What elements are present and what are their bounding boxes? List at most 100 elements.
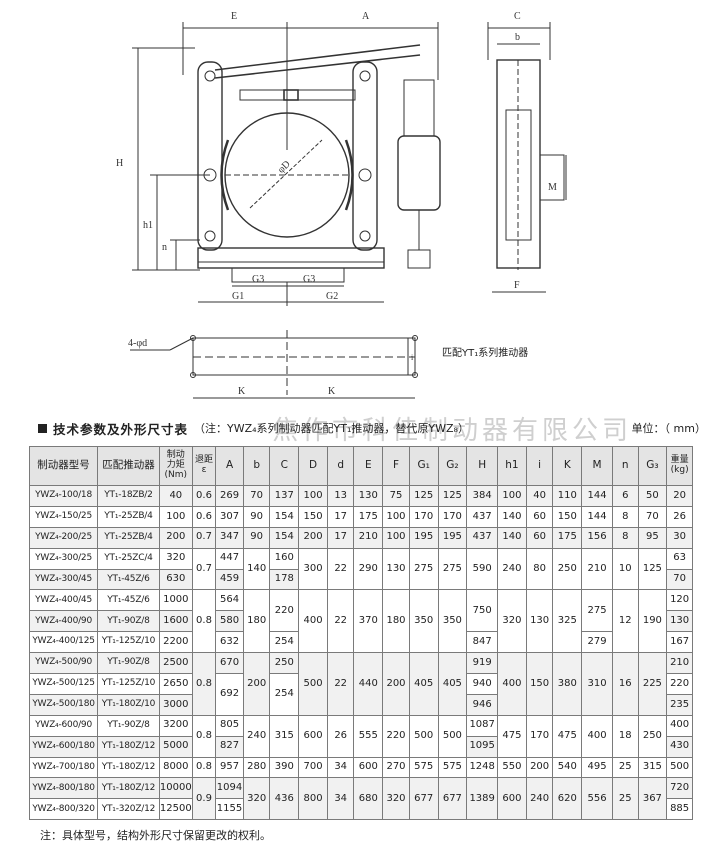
cell-retreat: 0.6 bbox=[191, 485, 217, 507]
cell-torque: 1600 bbox=[158, 610, 193, 633]
cell-H: 590 bbox=[466, 547, 499, 591]
cell-M: 556 bbox=[581, 777, 613, 821]
cell-i: 60 bbox=[525, 505, 554, 528]
cell-thruster: YT₁-180Z/12 bbox=[97, 735, 160, 758]
cell-G3: 190 bbox=[637, 589, 668, 654]
cell-retreat: 0.8 bbox=[191, 652, 217, 716]
cell-F: 320 bbox=[382, 777, 410, 821]
cell-G3: 225 bbox=[637, 652, 668, 716]
dim-label-K-left: K bbox=[238, 386, 246, 397]
cell-thruster: YT₁-180Z/10 bbox=[97, 693, 160, 716]
cell-C: 436 bbox=[269, 777, 300, 821]
cell-K: 150 bbox=[552, 505, 583, 528]
cell-M: 144 bbox=[581, 505, 613, 528]
cell-weight: 210 bbox=[666, 652, 693, 675]
cell-i: 170 bbox=[525, 714, 554, 758]
cell-G1: 500 bbox=[408, 714, 439, 758]
cell-torque: 12500 bbox=[158, 798, 193, 821]
cell-A: 307 bbox=[215, 505, 244, 528]
cell-d: 22 bbox=[326, 652, 355, 716]
cell-n: 8 bbox=[611, 505, 639, 528]
cell-G3: 125 bbox=[637, 547, 668, 591]
cell-thruster: YT₁-25ZB/4 bbox=[97, 526, 160, 549]
dim-label-b: b bbox=[515, 32, 520, 43]
cell-G2: 195 bbox=[437, 526, 468, 549]
cell-model: YWZ₄-600/90 bbox=[28, 714, 99, 737]
cell-torque: 3200 bbox=[158, 714, 193, 737]
cell-n: 18 bbox=[611, 714, 639, 758]
cell-G3: 70 bbox=[637, 505, 668, 528]
cell-model: YWZ₄-700/180 bbox=[28, 756, 99, 779]
cell-C: 220 bbox=[269, 589, 300, 633]
cell-K: 380 bbox=[552, 652, 583, 716]
cell-A: 564 bbox=[215, 589, 244, 612]
cell-i: 150 bbox=[525, 652, 554, 716]
cell-C: 154 bbox=[269, 526, 300, 549]
cell-retreat: 0.8 bbox=[191, 589, 217, 654]
cell-torque: 200 bbox=[158, 526, 193, 549]
cell-b: 240 bbox=[242, 714, 271, 758]
header-M: M bbox=[581, 446, 613, 486]
cell-A: 670 bbox=[215, 652, 244, 675]
cell-M: 310 bbox=[581, 652, 613, 716]
cell-E: 440 bbox=[353, 652, 384, 716]
cell-H: 940 bbox=[466, 673, 499, 695]
cell-D: 400 bbox=[298, 589, 328, 654]
header-weight: 重量(kg) bbox=[666, 446, 693, 486]
cell-E: 175 bbox=[353, 505, 384, 528]
cell-D: 300 bbox=[298, 547, 328, 591]
cell-K: 110 bbox=[552, 485, 583, 507]
table-row: YWZ₄-800/320 YT₁-320Z/12 12500 1155 885 bbox=[28, 798, 693, 821]
dim-label-A: A bbox=[362, 11, 370, 22]
cell-E: 600 bbox=[353, 756, 384, 779]
cell-n: 25 bbox=[611, 756, 639, 779]
cell-G2: 575 bbox=[437, 756, 468, 779]
cell-E: 555 bbox=[353, 714, 384, 758]
cell-H: 1087 bbox=[466, 714, 499, 737]
cell-weight: 130 bbox=[666, 610, 693, 633]
cell-b: 180 bbox=[242, 589, 271, 654]
cell-model: YWZ₄-500/125 bbox=[28, 673, 99, 695]
table-row: YWZ₄-600/90 YT₁-90Z/8 3200 0.8 805 240 3… bbox=[28, 714, 693, 758]
cell-K: 250 bbox=[552, 547, 583, 591]
cell-G3: 250 bbox=[637, 714, 668, 758]
cell-model: YWZ₄-100/18 bbox=[28, 485, 99, 507]
cell-weight: 120 bbox=[666, 589, 693, 612]
table-row: YWZ₄-500/180 YT₁-180Z/10 3000 946 235 bbox=[28, 693, 693, 716]
header-H: H bbox=[466, 446, 499, 486]
cell-i: 240 bbox=[525, 777, 554, 821]
cell-F: 180 bbox=[382, 589, 410, 654]
header-i: i bbox=[525, 446, 554, 486]
cell-K: 475 bbox=[552, 714, 583, 758]
cell-A: 580 bbox=[215, 610, 244, 633]
cell-F: 130 bbox=[382, 547, 410, 591]
cell-weight: 20 bbox=[666, 485, 693, 507]
cell-A: 459 bbox=[215, 568, 244, 591]
cell-weight: 63 bbox=[666, 547, 693, 570]
cell-thruster: YT₁-90Z/8 bbox=[97, 610, 160, 633]
cell-h1: 140 bbox=[497, 526, 527, 549]
cell-H: 1095 bbox=[466, 735, 499, 758]
cell-G3: 315 bbox=[637, 756, 668, 779]
table-row: YWZ₄-100/18 YT₁-18ZB/2 40 0.6 269 70 137… bbox=[28, 485, 693, 507]
cell-G1: 350 bbox=[408, 589, 439, 654]
table-title: 技术参数及外形尺寸表 bbox=[53, 421, 189, 437]
cell-thruster: YT₁-90Z/8 bbox=[97, 652, 160, 675]
cell-A: 269 bbox=[215, 485, 244, 507]
cell-b: 70 bbox=[242, 485, 271, 507]
cell-b: 200 bbox=[242, 652, 271, 716]
cell-i: 40 bbox=[525, 485, 554, 507]
cell-retreat: 0.7 bbox=[191, 547, 217, 591]
dim-label-M: M bbox=[548, 182, 557, 193]
table-row: YWZ₄-800/180 YT₁-180Z/12 10000 0.9 1094 … bbox=[28, 777, 693, 821]
dim-label-hole-spec: 4-φd bbox=[128, 338, 147, 349]
header-K: K bbox=[552, 446, 583, 486]
cell-M: 279 bbox=[581, 631, 613, 654]
cell-G2: 170 bbox=[437, 505, 468, 528]
cell-thruster: YT₁-125Z/10 bbox=[97, 673, 160, 695]
cell-model: YWZ₄-600/180 bbox=[28, 735, 99, 758]
cell-model: YWZ₄-150/25 bbox=[28, 505, 99, 528]
cell-model: YWZ₄-800/180 bbox=[28, 777, 99, 800]
cell-weight: 400 bbox=[666, 714, 693, 737]
